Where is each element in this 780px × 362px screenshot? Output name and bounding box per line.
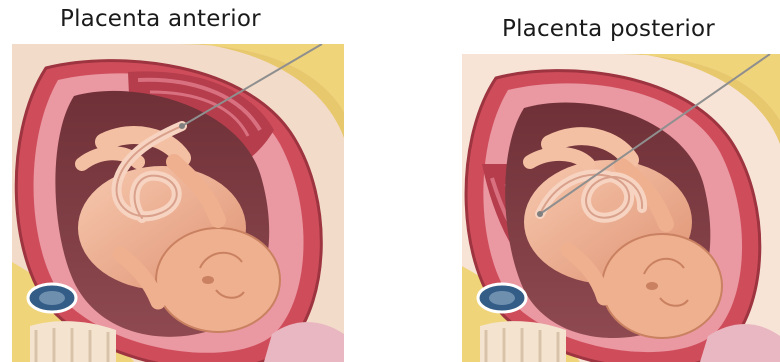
panel-title-anterior: Placenta anterior <box>60 6 261 32</box>
panel-placenta-posterior: Placenta posterior <box>462 0 780 362</box>
illustration-svg-posterior <box>462 54 780 362</box>
panel-title-posterior: Placenta posterior <box>502 16 715 42</box>
illustration-placenta-anterior <box>12 44 344 362</box>
illustration-placenta-posterior <box>462 54 780 362</box>
panel-placenta-anterior: Placenta anterior <box>12 0 352 362</box>
illustration-svg-anterior <box>12 44 344 362</box>
